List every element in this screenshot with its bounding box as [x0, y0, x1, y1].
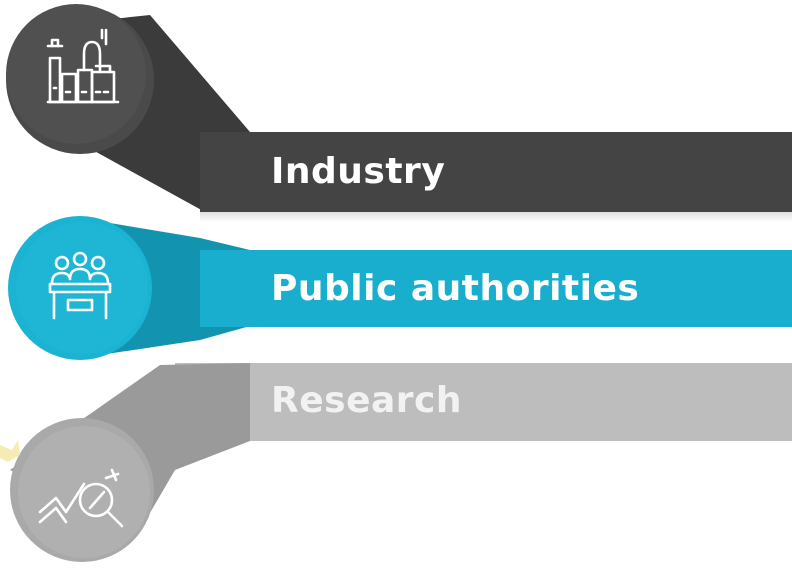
- magnifier-data-icon: [38, 468, 124, 528]
- decorative-star-icon: [0, 440, 20, 462]
- band-public: [8, 216, 792, 360]
- industry-label: Industry: [271, 151, 446, 192]
- band-public-bar: [200, 250, 792, 327]
- research-label: Research: [271, 380, 462, 421]
- band-industry-bar: [200, 132, 792, 212]
- band-research-bar: [175, 363, 792, 441]
- officials-at-desk-icon: [48, 251, 112, 320]
- factory-icon: [46, 28, 120, 104]
- public-authorities-label: Public authorities: [271, 268, 640, 309]
